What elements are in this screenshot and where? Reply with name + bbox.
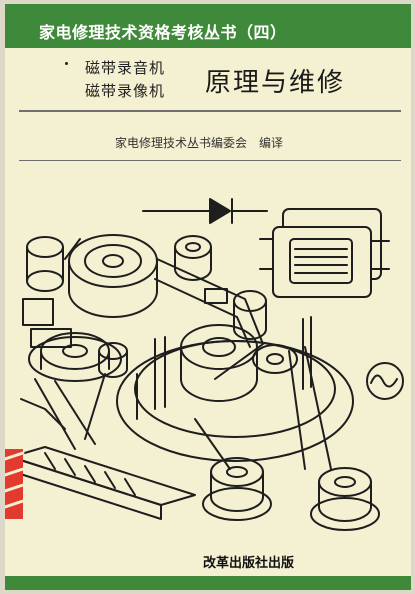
belt-right-inner bbox=[288, 350, 306, 470]
capstan-motor-icon bbox=[204, 288, 267, 340]
pulley-icon bbox=[174, 235, 212, 281]
transformer-icon bbox=[259, 208, 390, 298]
bullet-dot bbox=[65, 62, 68, 65]
drive-belt bbox=[156, 258, 264, 380]
editor-credit: 家电修理技术丛书编委会 编译 bbox=[115, 136, 284, 150]
drive-belt-inner bbox=[154, 278, 251, 348]
cover-illustration bbox=[5, 198, 404, 531]
book-main-title: 原理与维修 bbox=[205, 68, 346, 98]
tape-reel-icon bbox=[68, 234, 158, 318]
phase-symbol-icon bbox=[366, 362, 404, 400]
turntable-left-icon bbox=[28, 332, 122, 450]
diode-icon bbox=[142, 198, 268, 224]
capacitor-icon bbox=[98, 342, 128, 378]
editor-divider bbox=[19, 160, 401, 161]
pulley-right-lower-icon bbox=[310, 467, 380, 531]
guide-posts-icon bbox=[136, 316, 312, 470]
book-cover: 家电修理技术资格考核丛书（四） 磁带录音机 磁带录像机 原理与维修 家电修理技术… bbox=[5, 4, 411, 590]
title-divider bbox=[19, 110, 401, 112]
publisher-name: 改革出版社出版 bbox=[203, 556, 295, 571]
pulley-left-lower-icon bbox=[202, 457, 272, 521]
main-platter-icon bbox=[116, 324, 354, 462]
bottom-banner bbox=[5, 576, 411, 590]
belt-right bbox=[304, 346, 332, 470]
subject-line-1: 磁带录音机 bbox=[85, 59, 166, 77]
subject-line-2: 磁带录像机 bbox=[85, 82, 166, 100]
series-banner: 家电修理技术资格考核丛书（四） bbox=[5, 4, 411, 48]
cable-icon bbox=[20, 398, 66, 430]
circuit-board-icon bbox=[5, 446, 196, 520]
series-title: 家电修理技术资格考核丛书（四） bbox=[39, 23, 287, 42]
